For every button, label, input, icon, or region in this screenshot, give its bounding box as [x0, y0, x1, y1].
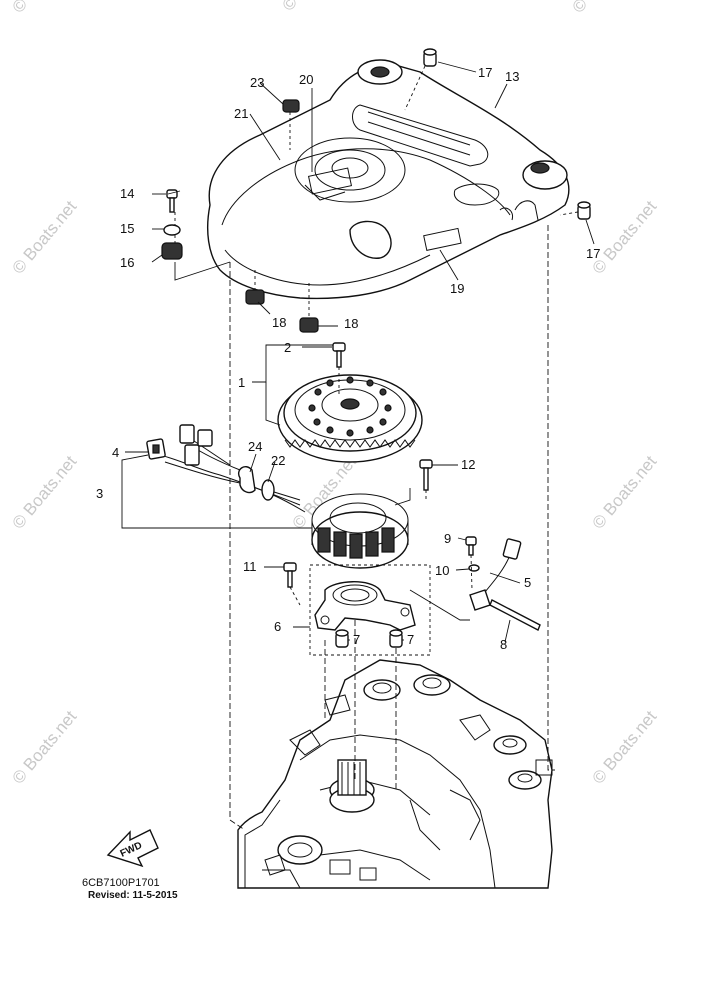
watermark: © Boats.net: [589, 197, 661, 278]
diagram-code: 6CB7100P1701: [82, 877, 160, 889]
callout-14: 14: [120, 186, 134, 201]
watermark: © Boats.net: [9, 452, 81, 533]
callout-4: 4: [112, 445, 119, 460]
callout-11: 12: [461, 457, 475, 472]
callout-1: 1: [238, 375, 245, 390]
watermark: © Boats.net: [589, 707, 661, 788]
watermark: © Boats.net: [9, 197, 81, 278]
cover-small-parts: [161, 48, 591, 333]
callout-24: 24: [248, 439, 262, 454]
callouts: 17 13 20 23 21 14 15 16 17 19 18 18 2 1 …: [96, 65, 600, 652]
callout-3: 3: [96, 486, 103, 501]
callout-15: 15: [120, 221, 134, 236]
callout-12: 11: [243, 559, 257, 574]
callout-9: 9: [444, 531, 451, 546]
revised-date: Revised: 11-5-2015: [88, 890, 178, 901]
callout-2: 2: [284, 340, 291, 355]
callout-7-right: 7: [407, 632, 414, 647]
engine-block: [237, 659, 553, 889]
callout-10: 10: [435, 563, 449, 578]
fwd-indicator: FWD: [106, 829, 159, 868]
callout-22: 23: [250, 75, 264, 90]
callout-21: 21: [234, 106, 248, 121]
alignment-lines: [174, 65, 579, 831]
watermark: © Boats.net: [569, 0, 641, 17]
callout-20: 20: [299, 72, 313, 87]
callout-8: 8: [500, 637, 507, 652]
callout-23: 22: [271, 453, 285, 468]
callout-17-right: 17: [586, 246, 600, 261]
watermark: © Boats.net: [589, 452, 661, 533]
callout-16: 16: [120, 255, 134, 270]
flywheel: [277, 342, 423, 463]
watermark: © Boats.net: [9, 707, 81, 788]
callout-13: 13: [505, 69, 519, 84]
leader-lines: [121, 61, 595, 643]
callout-17-top: 17: [478, 65, 492, 80]
watermark: © Boats.net: [279, 0, 351, 15]
callout-6: 6: [274, 619, 281, 634]
bracket-assembly: [283, 459, 541, 656]
callout-18-right: 18: [344, 316, 358, 331]
watermark: © Boats.net: [9, 0, 81, 17]
callout-18-left: 18: [272, 315, 286, 330]
stator-assembly: [146, 424, 409, 569]
flywheel-cover: [207, 59, 570, 300]
callout-7-left: 7: [353, 632, 360, 647]
fwd-arrow-icon: [106, 829, 159, 868]
callout-19: 19: [450, 281, 464, 296]
callout-5: 5: [524, 575, 531, 590]
